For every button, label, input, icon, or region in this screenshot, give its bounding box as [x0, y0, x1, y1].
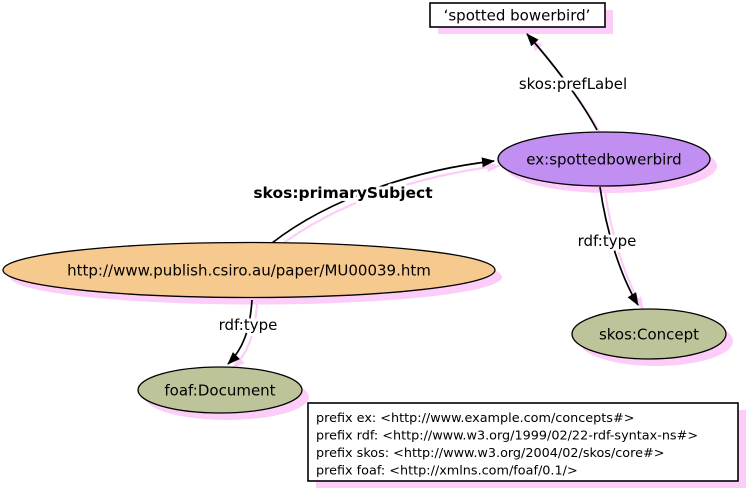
- prefix-line: prefix foaf: <http://xmlns.com/foaf/0.1/…: [316, 464, 578, 479]
- prefix-line: prefix rdf: <http://www.w3.org/1999/02/2…: [316, 429, 698, 444]
- primarysubject-edge: [271, 157, 495, 244]
- edge-label-layer: skos:prefLabel skos:primarySubject rdf:t…: [216, 72, 640, 337]
- rdftype-concept-edge-label: rdf:type: [578, 232, 637, 250]
- primarysubject-edge-label: skos:primarySubject: [253, 184, 433, 202]
- literal-node: [429, 2, 606, 28]
- skos-concept-node: [571, 308, 727, 360]
- paper-node-label: http://www.publish.csiro.au/paper/MU0003…: [67, 262, 431, 280]
- preflabel-edge-label: skos:prefLabel: [519, 75, 627, 93]
- prefix-box: prefix ex: <http://www.example.com/conce…: [307, 402, 739, 482]
- literal-node-label: ‘spotted bowerbird’: [444, 7, 591, 25]
- prefix-line: prefix ex: <http://www.example.com/conce…: [316, 411, 634, 426]
- rdftype-document-edge-label: rdf:type: [219, 316, 278, 334]
- paper-node: [2, 241, 496, 299]
- rdftype-document-edge: [227, 299, 253, 365]
- prefix-box-frame: [307, 402, 739, 482]
- foaf-document-node-label: foaf:Document: [164, 382, 275, 400]
- prefix-line: prefix skos: <http://www.w3.org/2004/02/…: [316, 446, 664, 461]
- rdftype-concept-edge: [599, 186, 639, 306]
- concept-node-label: ex:spottedbowerbird: [526, 151, 681, 169]
- skos-concept-node-label: skos:Concept: [599, 326, 699, 344]
- primarysubject-edge-shadow: [276, 162, 500, 249]
- node-layer: ‘spotted bowerbird’ ex:spottedbowerbird …: [2, 2, 727, 414]
- concept-node: [497, 131, 711, 187]
- foaf-document-node: [137, 366, 303, 414]
- rdftype-concept-edge-shadow: [603, 190, 644, 310]
- preflabel-edge: [526, 33, 598, 131]
- edge-layer: [227, 33, 639, 365]
